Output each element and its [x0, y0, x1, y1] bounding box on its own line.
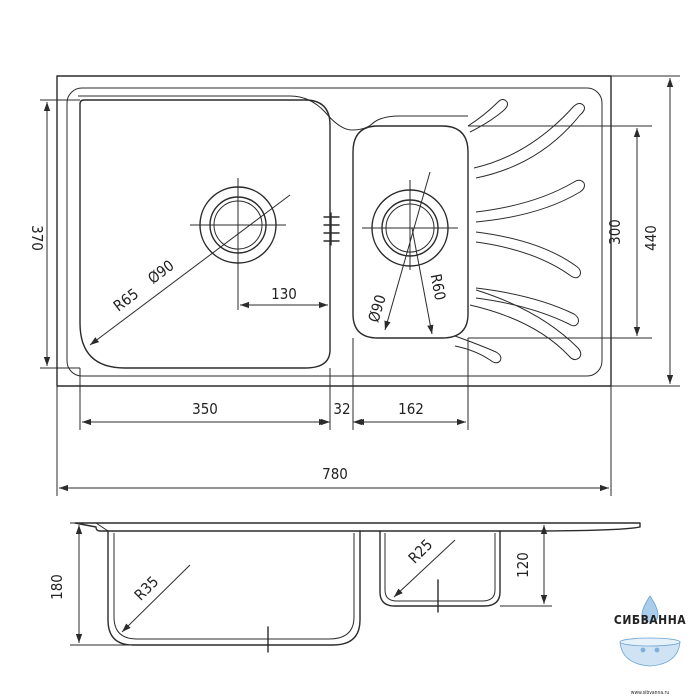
logo-brand: СИБВАННА — [614, 613, 686, 627]
drainer-grooves — [454, 99, 585, 364]
side-rim — [74, 522, 641, 532]
label-total-depth: 440 — [642, 225, 660, 251]
label-section-radius-main: R35 — [131, 573, 162, 604]
label-main-bowl-height: 180 — [48, 574, 66, 600]
label-small-bowl-depth: 300 — [606, 219, 624, 245]
label-main-bowl-width: 350 — [192, 400, 218, 418]
main-bowl-outline — [79, 99, 331, 369]
label-main-corner-radius: R65 — [110, 285, 142, 315]
water-drop-icon — [641, 595, 659, 623]
dim-small-bowl-height — [500, 525, 552, 607]
dim-main-bowl-depth — [40, 99, 80, 369]
dim-total-width — [56, 386, 612, 496]
logo-url: www.sibvanna.ru — [631, 690, 670, 696]
small-bowl-outline — [352, 125, 469, 339]
dim-main-bowl-height — [70, 522, 130, 646]
sink-rim-outline — [66, 87, 603, 377]
dim-drain-offset — [240, 300, 331, 312]
diagonal-leaders — [89, 171, 434, 346]
side-view: R35 R25 180 120 — [48, 522, 641, 653]
label-total-width: 780 — [322, 465, 348, 483]
label-small-drain-diameter: Ø90 — [365, 293, 390, 325]
label-drain-offset: 130 — [271, 285, 297, 303]
sibvanna-logo: СИБВАННА www.sibvanna.ru — [614, 595, 686, 696]
label-main-bowl-depth: 370 — [28, 225, 46, 251]
label-small-corner-radius: R60 — [427, 272, 450, 301]
side-main-bowl — [107, 530, 361, 646]
side-small-bowl — [379, 530, 501, 607]
label-bridge-width: 32 — [333, 400, 350, 418]
label-small-bowl-height: 120 — [514, 552, 532, 578]
small-drain — [362, 180, 458, 270]
dim-total-depth — [611, 75, 680, 387]
bathtub-icon — [619, 641, 681, 667]
overflow-slots — [323, 212, 340, 246]
sink-outer-outline — [56, 75, 612, 387]
main-drain — [190, 178, 286, 310]
label-small-bowl-width: 162 — [398, 400, 424, 418]
top-view: 130 R65 Ø90 Ø90 R60 370 300 440 — [28, 75, 680, 496]
main-bowl-top-lip — [78, 95, 468, 131]
dim-small-bowl-depth — [468, 125, 652, 339]
dim-bowl-widths — [79, 338, 469, 430]
